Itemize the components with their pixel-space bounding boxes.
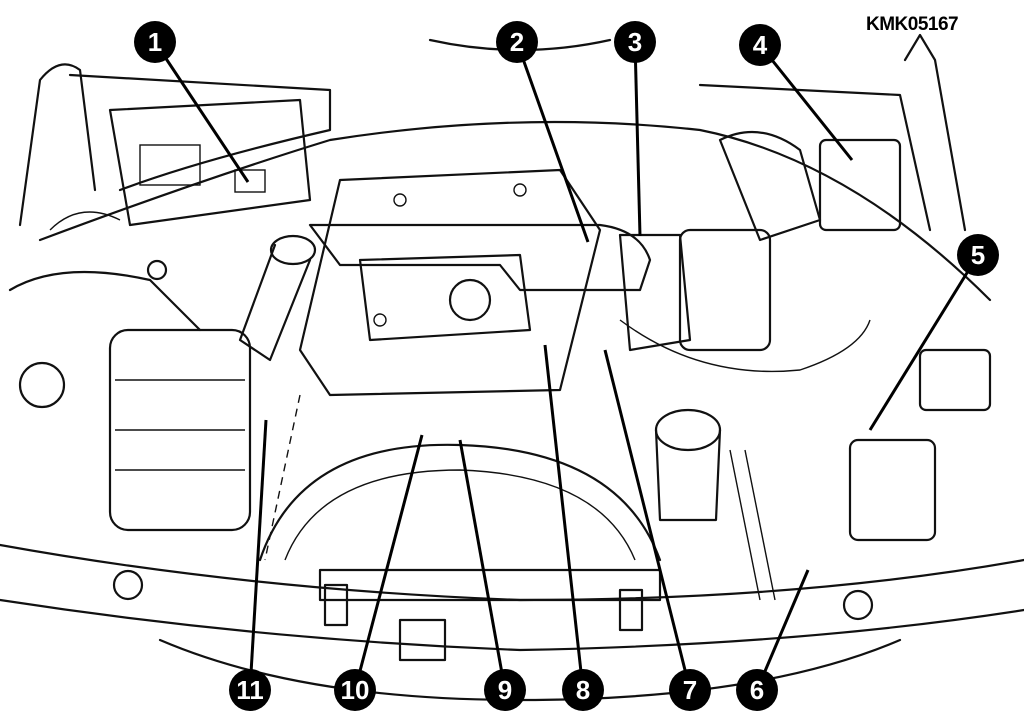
svg-text:10: 10 xyxy=(341,675,370,705)
right-components xyxy=(618,130,992,601)
callout-7: 7 xyxy=(669,669,711,711)
svg-text:1: 1 xyxy=(148,27,162,57)
callout-8: 8 xyxy=(562,669,604,711)
svg-text:8: 8 xyxy=(576,675,590,705)
callout-9: 9 xyxy=(484,669,526,711)
dashed-arrow xyxy=(264,394,301,561)
callout-11: 11 xyxy=(229,669,271,711)
figure-code: KMK05167 xyxy=(866,14,959,35)
callout-5: 5 xyxy=(957,234,999,276)
svg-text:2: 2 xyxy=(510,27,524,57)
leader-lines xyxy=(153,41,980,691)
air-intake-duct xyxy=(238,223,652,362)
callout-3: 3 xyxy=(614,21,656,63)
svg-text:6: 6 xyxy=(750,675,764,705)
svg-text:9: 9 xyxy=(498,675,512,705)
svg-text:11: 11 xyxy=(236,675,264,705)
svg-text:4: 4 xyxy=(753,30,768,60)
callout-6: 6 xyxy=(736,669,778,711)
callout-4: 4 xyxy=(739,24,781,66)
cooling-fan xyxy=(258,443,662,662)
svg-text:7: 7 xyxy=(683,675,697,705)
callout-2: 2 xyxy=(496,21,538,63)
engine-cover xyxy=(298,168,602,397)
callout-1: 1 xyxy=(134,21,176,63)
fuse-box xyxy=(49,98,312,231)
callout-10: 10 xyxy=(334,669,376,711)
svg-text:3: 3 xyxy=(628,27,642,57)
coolant-reservoir xyxy=(8,259,252,532)
svg-text:5: 5 xyxy=(971,240,985,270)
